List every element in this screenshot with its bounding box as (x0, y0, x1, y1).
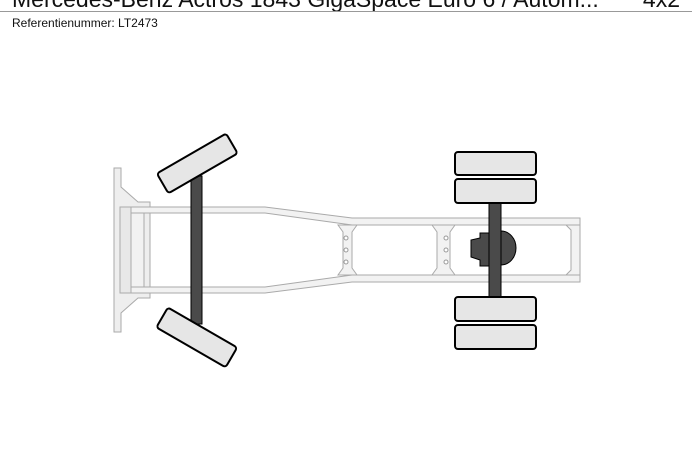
crossmember-holes (343, 235, 449, 265)
rear-tires (454, 151, 537, 350)
rear-right-outer-tire (454, 324, 537, 350)
vehicle-title: Mercedes-Benz Actros 1843 GigaSpace Euro… (12, 0, 599, 13)
differential (470, 230, 517, 267)
rear-right-inner-tire (454, 296, 537, 322)
rear-axle (488, 201, 502, 299)
front-left-tire (156, 133, 238, 194)
axle-config-label: 4x2 (643, 0, 680, 13)
rear-left-outer-tire (454, 151, 537, 176)
front-right-tire (156, 307, 238, 368)
front-axle (190, 175, 203, 325)
reference-number: Referentienummer: LT2473 (12, 16, 158, 30)
rear-left-inner-tire (454, 178, 537, 204)
header-divider (0, 11, 692, 12)
